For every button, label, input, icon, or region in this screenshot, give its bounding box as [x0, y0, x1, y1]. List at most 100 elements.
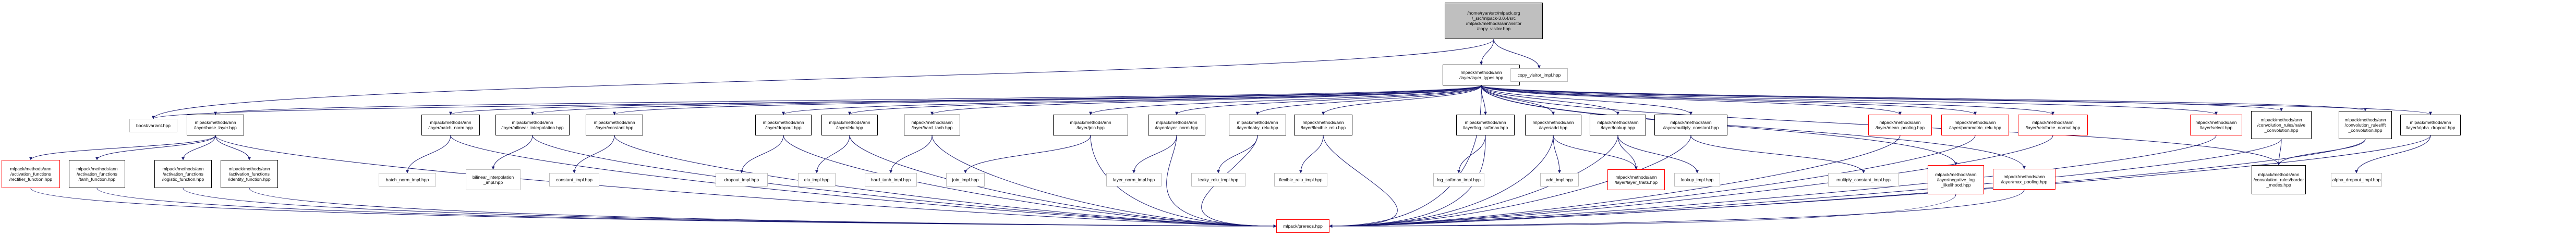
edge-hard-tanh-to-hard-tanh-impl — [889, 135, 933, 173]
edge-layer-types-to-mean-pooling — [1481, 85, 1902, 115]
node-label: mlpack/methods/ann /layer/mean_pooling.h… — [1875, 120, 1925, 130]
node-label: mlpack/methods/ann /layer/reinforce_norm… — [2025, 120, 2081, 130]
edge-max-pooling-to-prereqs — [1329, 189, 2025, 228]
node-label: elu_impl.hpp — [804, 177, 830, 182]
node-label: constant_impl.hpp — [556, 177, 592, 182]
edge-flexible-relu-to-prereqs — [1323, 135, 1398, 228]
node-multiply-constant[interactable]: mlpack/methods/ann /layer/multiply_const… — [1654, 115, 1727, 135]
edge-layer-types-to-add — [1481, 85, 1555, 115]
node-label: lookup_impl.hpp — [1680, 177, 1714, 182]
node-max-pooling[interactable]: mlpack/methods/ann /layer/max_pooling.hp… — [1993, 169, 2055, 190]
edge-logistic-to-prereqs — [183, 188, 1277, 228]
edge-layer-types-to-base-layer — [214, 85, 1482, 115]
node-label: mlpack/methods/ann /layer/layer_norm.hpp — [1155, 120, 1199, 130]
node-dropout[interactable]: mlpack/methods/ann /layer/dropout.hpp — [755, 115, 812, 135]
node-negative-log-likelihood[interactable]: mlpack/methods/ann /layer/negative_log _… — [1928, 165, 1984, 194]
node-label: multiply_constant_impl.hpp — [1836, 177, 1891, 182]
node-base-layer[interactable]: mlpack/methods/ann /layer/base_layer.hpp — [187, 115, 244, 135]
edge-layer-types-to-leaky-relu — [1256, 85, 1482, 115]
node-label: mlpack/methods/ann /activation_functions… — [9, 166, 53, 182]
edge-root-to-copy-visitor-impl — [1493, 39, 1541, 69]
node-boost-variant: boost/variant.hpp — [129, 119, 177, 132]
edge-base-layer-to-prereqs — [215, 135, 1277, 228]
node-label: leaky_relu_impl.hpp — [1198, 177, 1239, 182]
edge-layer-norm-to-prereqs — [1166, 135, 1277, 228]
node-lookup[interactable]: mlpack/methods/ann /layer/lookup.hpp — [1590, 115, 1646, 135]
node-prereqs[interactable]: mlpack/prereqs.hpp — [1276, 219, 1329, 233]
node-label: mlpack/methods/ann /layer/join.hpp — [1070, 120, 1111, 130]
node-label: alpha_dropout_impl.hpp — [2332, 177, 2381, 182]
node-tanh[interactable]: mlpack/methods/ann /activation_functions… — [69, 160, 125, 188]
edge-layer-norm-to-layer-norm-impl — [1132, 135, 1177, 173]
node-join[interactable]: mlpack/methods/ann /layer/join.hpp — [1053, 115, 1128, 135]
edge-log-softmax-to-log-softmax-impl — [1457, 135, 1486, 173]
node-label: mlpack/methods/ann /layer/leaky_relu.hpp — [1237, 120, 1278, 130]
edge-constant-to-constant-impl — [573, 135, 615, 173]
edge-layer-types-to-select — [1481, 85, 2218, 115]
node-batch-norm[interactable]: mlpack/methods/ann /layer/batch_norm.hpp — [421, 115, 480, 135]
node-label: mlpack/prereqs.hpp — [1283, 223, 1323, 229]
node-hard-tanh[interactable]: mlpack/methods/ann /layer/hard_tanh.hpp — [904, 115, 960, 135]
node-label: /home/ryan/src/mlpack.org /_src/mlpack-3… — [1466, 10, 1522, 31]
node-logistic[interactable]: mlpack/methods/ann /activation_functions… — [154, 160, 212, 188]
edge-layer-types-to-naive-conv — [1481, 85, 2283, 111]
node-layer-norm[interactable]: mlpack/methods/ann /layer/layer_norm.hpp — [1148, 115, 1205, 135]
node-select[interactable]: mlpack/methods/ann /layer/select.hpp — [2190, 115, 2242, 135]
node-constant[interactable]: mlpack/methods/ann /layer/constant.hpp — [586, 115, 643, 135]
edge-identity-to-prereqs — [249, 188, 1277, 228]
node-label: copy_visitor_impl.hpp — [1517, 72, 1561, 78]
node-log-softmax[interactable]: mlpack/methods/ann /layer/log_softmax.hp… — [1456, 115, 1515, 135]
edge-naive-conv-to-border-modes — [2277, 139, 2282, 166]
node-alpha-dropout[interactable]: mlpack/methods/ann /layer/alpha_dropout.… — [2400, 115, 2461, 135]
node-leaky-relu[interactable]: mlpack/methods/ann /layer/leaky_relu.hpp — [1229, 115, 1286, 135]
node-label: mlpack/methods/ann /activation_functions… — [228, 166, 271, 182]
node-label: mlpack/methods/ann /layer/add.hpp — [1532, 120, 1574, 130]
node-label: mlpack/methods/ann /convolution_rules/na… — [2257, 117, 2306, 133]
node-label: bilinear_interpolation _impl.hpp — [472, 175, 514, 185]
edge-layer-types-to-layer-norm — [1175, 85, 1482, 115]
node-copy-visitor-impl: copy_visitor_impl.hpp — [1510, 68, 1568, 82]
edge-root-to-boost-variant — [152, 39, 1494, 119]
node-rectifier[interactable]: mlpack/methods/ann /activation_functions… — [2, 160, 60, 188]
node-label: mlpack/methods/ann /convolution_rules/bo… — [2253, 172, 2304, 188]
edge-layer-types-to-prereqs — [1329, 85, 1482, 228]
node-elu[interactable]: mlpack/methods/ann /layer/elu.hpp — [821, 115, 878, 135]
node-label: batch_norm_impl.hpp — [385, 177, 429, 182]
edge-layer-types-to-elu — [848, 85, 1482, 115]
node-label: mlpack/methods/ann /layer/lookup.hpp — [1597, 120, 1639, 130]
node-layer-types[interactable]: mlpack/methods/ann /layer/layer_types.hp… — [1443, 65, 1520, 85]
node-label: flexible_relu_impl.hpp — [1279, 177, 1323, 182]
node-bilinear[interactable]: mlpack/methods/ann /layer/bilinear_inter… — [495, 115, 570, 135]
node-label: mlpack/methods/ann /layer/layer_traits.h… — [1614, 175, 1658, 185]
node-bilinear-impl: bilinear_interpolation _impl.hpp — [466, 169, 521, 190]
node-fft-conv[interactable]: mlpack/methods/ann /convolution_rules/ff… — [2339, 111, 2392, 139]
edge-lookup-to-layer-traits — [1617, 135, 1638, 170]
node-mean-pooling[interactable]: mlpack/methods/ann /layer/mean_pooling.h… — [1868, 115, 1932, 135]
node-layer-traits[interactable]: mlpack/methods/ann /layer/layer_traits.h… — [1607, 169, 1665, 190]
node-border-modes[interactable]: mlpack/methods/ann /convolution_rules/bo… — [2252, 165, 2306, 194]
edge-flexible-relu-to-flexible-relu-impl — [1299, 135, 1324, 173]
edge-base-layer-to-rectifier — [29, 135, 216, 160]
node-add[interactable]: mlpack/methods/ann /layer/add.hpp — [1525, 115, 1581, 135]
edge-layer-types-to-max-pooling — [1481, 85, 2026, 169]
node-label: join_impl.hpp — [952, 177, 979, 182]
node-identity[interactable]: mlpack/methods/ann /activation_functions… — [221, 160, 278, 188]
node-reinforce-normal[interactable]: mlpack/methods/ann /layer/reinforce_norm… — [2018, 115, 2088, 135]
edge-layer-types-to-join — [1089, 85, 1482, 115]
edge-leaky-relu-to-prereqs — [1201, 135, 1277, 228]
node-batch-norm-impl: batch_norm_impl.hpp — [379, 173, 436, 187]
node-naive-conv[interactable]: mlpack/methods/ann /convolution_rules/na… — [2251, 111, 2312, 139]
edge-lookup-to-prereqs — [1329, 135, 1618, 228]
node-multiply-constant-impl: multiply_constant_impl.hpp — [1828, 173, 1899, 187]
edge-alpha-dropout-to-alpha-dropout-impl — [2355, 135, 2431, 173]
edge-multiply-constant-to-multiply-constant-impl — [1690, 135, 1865, 173]
node-flexible-relu-impl: flexible_relu_impl.hpp — [1274, 173, 1327, 187]
edge-layer-types-to-alpha-dropout — [1481, 85, 2432, 115]
node-label: layer_norm_impl.hpp — [1112, 177, 1155, 182]
edge-rectifier-to-prereqs — [30, 188, 1277, 228]
edge-bilinear-to-prereqs — [532, 135, 1277, 228]
node-flexible-relu[interactable]: mlpack/methods/ann /layer/flexible_relu.… — [1294, 115, 1352, 135]
node-parametric-relu[interactable]: mlpack/methods/ann /layer/parametric_rel… — [1941, 115, 2009, 135]
edge-base-layer-to-tanh — [95, 135, 216, 160]
node-label: mlpack/methods/ann /layer/batch_norm.hpp — [428, 120, 473, 130]
